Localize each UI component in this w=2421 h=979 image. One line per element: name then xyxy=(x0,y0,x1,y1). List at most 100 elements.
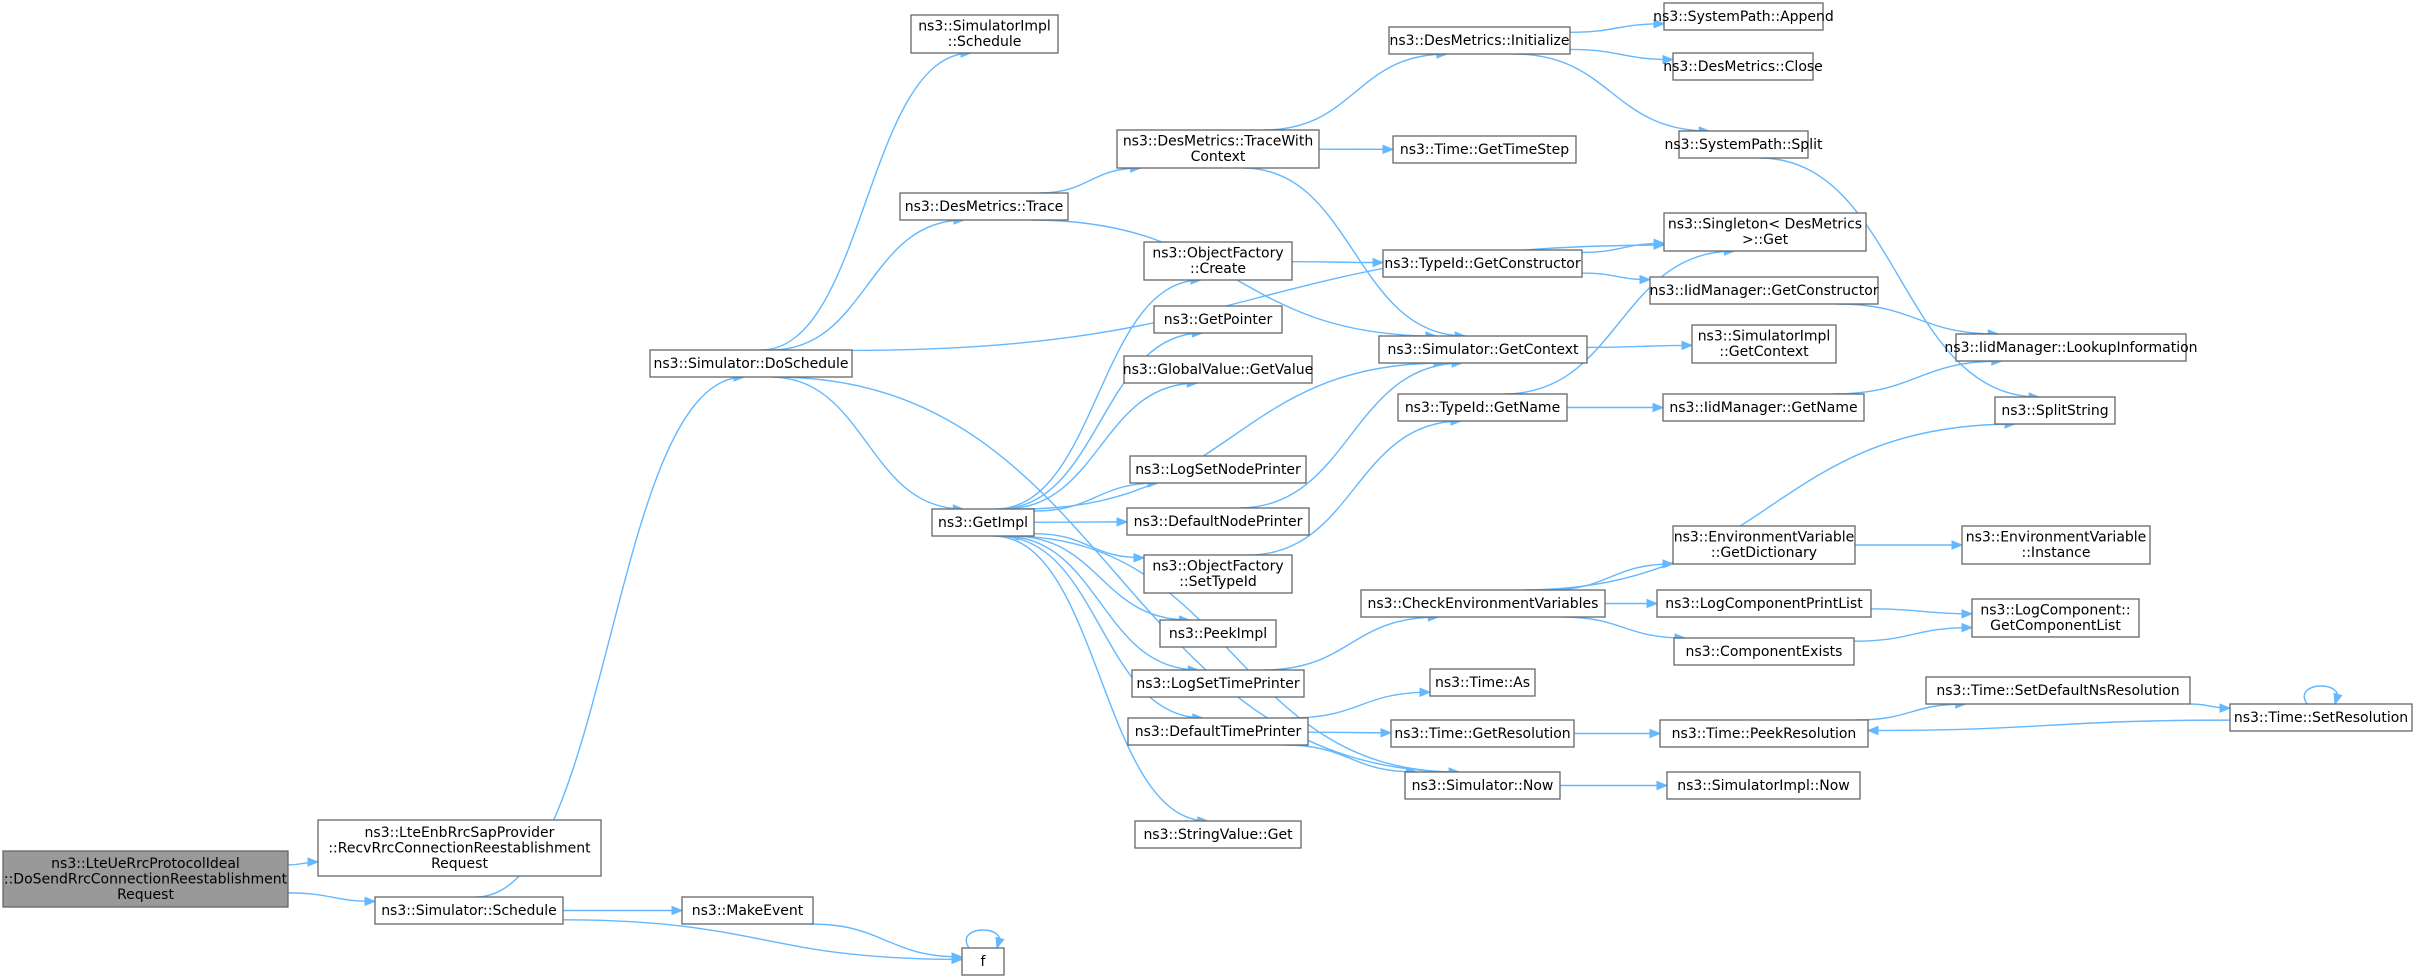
arrowhead xyxy=(1656,780,1669,791)
node-f[interactable]: f xyxy=(961,947,1005,976)
edge-sim-now-to-impl-now xyxy=(1559,780,1669,791)
node-time-peek-res[interactable]: ns3::Time::PeekResolution xyxy=(1659,719,1869,748)
node-sv-get[interactable]: ns3::StringValue::Get xyxy=(1134,820,1302,849)
arrowhead xyxy=(364,896,377,907)
arrowhead xyxy=(1961,609,1974,619)
node-sim-now[interactable]: ns3::Simulator::Now xyxy=(1404,771,1561,800)
node-box xyxy=(1134,820,1302,849)
node-of-set-type-id[interactable]: ns3::ObjectFactory::SetTypeId xyxy=(1143,554,1293,594)
arrowhead xyxy=(1116,517,1129,527)
arrowhead xyxy=(2333,692,2343,706)
node-log-comp-get-list[interactable]: ns3::LogComponent::GetComponentList xyxy=(1971,598,2140,638)
node-box xyxy=(1659,719,1869,748)
node-label-line: ns3::ComponentExists xyxy=(1686,644,1843,660)
node-box xyxy=(1961,525,2151,565)
node-check-env[interactable]: ns3::CheckEnvironmentVariables xyxy=(1360,589,1606,618)
node-impl-get-ctx[interactable]: ns3::SimulatorImpl::GetContext xyxy=(1691,324,1837,364)
node-comp-exists[interactable]: ns3::ComponentExists xyxy=(1673,637,1855,666)
node-label-line: Context xyxy=(1191,149,1246,165)
node-label-line: ns3::SimulatorImpl xyxy=(918,19,1051,35)
node-label-line: ns3::LogSetNodePrinter xyxy=(1135,462,1301,478)
node-box xyxy=(1397,393,1568,422)
arrowhead xyxy=(307,857,320,867)
node-root[interactable]: ns3::LteUeRrcProtocolIdeal::DoSendRrcCon… xyxy=(2,850,289,908)
node-get-impl[interactable]: ns3::GetImpl xyxy=(931,508,1035,537)
node-label-line: ns3::Simulator::Now xyxy=(1412,778,1554,794)
edge-f-to-f xyxy=(965,929,1005,950)
node-sp-split[interactable]: ns3::SystemPath::Split xyxy=(1665,130,1823,159)
node-impl-now[interactable]: ns3::SimulatorImpl::Now xyxy=(1666,771,1861,800)
node-box xyxy=(1388,26,1571,55)
node-iid-lookup[interactable]: ns3::IidManager::LookupInformation xyxy=(1944,333,2198,362)
node-label-line: ns3::DesMetrics::Close xyxy=(1663,59,1823,75)
node-box xyxy=(1382,249,1583,278)
edge-root-to-sched xyxy=(287,892,377,907)
node-box xyxy=(2,850,289,908)
arrowhead xyxy=(1133,553,1146,563)
node-label-line: ::SetTypeId xyxy=(1179,574,1257,590)
edge-def-time-to-time-as xyxy=(1290,687,1432,719)
edge-env-get-dict-to-env-instance xyxy=(1854,540,1964,550)
edge-tid-get-ctor-to-iid-get-ctor xyxy=(1581,272,1652,285)
node-label-line: ns3::Time::PeekResolution xyxy=(1672,726,1857,742)
node-log-time[interactable]: ns3::LogSetTimePrinter xyxy=(1131,669,1305,698)
node-def-time[interactable]: ns3::DefaultTimePrinter xyxy=(1127,717,1309,746)
node-peek-impl[interactable]: ns3::PeekImpl xyxy=(1159,619,1277,648)
node-tid-get-name[interactable]: ns3::TypeId::GetName xyxy=(1397,393,1568,422)
node-iid-get-name[interactable]: ns3::IidManager::GetName xyxy=(1662,393,1865,422)
node-box xyxy=(1153,305,1283,334)
node-box xyxy=(1663,2,1824,31)
edge-check-env-to-env-get-dict xyxy=(1547,559,1675,591)
node-dm-close[interactable]: ns3::DesMetrics::Close xyxy=(1663,52,1823,81)
arrowhead xyxy=(1961,622,1974,633)
edge-make-event-to-f xyxy=(809,923,964,962)
node-tid-get-ctor[interactable]: ns3::TypeId::GetConstructor xyxy=(1382,249,1583,278)
node-label-line: ::GetDictionary xyxy=(1711,545,1817,561)
node-log-comp-print[interactable]: ns3::LogComponentPrintList xyxy=(1656,589,1872,618)
node-label-line: ns3::MakeEvent xyxy=(692,903,804,919)
node-label-line: ns3::DesMetrics::Trace xyxy=(905,199,1064,215)
node-label-line: ns3::TypeId::GetConstructor xyxy=(1384,256,1580,272)
node-label-line: ns3::ObjectFactory xyxy=(1152,246,1283,262)
node-dm-init[interactable]: ns3::DesMetrics::Initialize xyxy=(1388,26,1571,55)
node-box xyxy=(1672,52,1814,81)
node-label-line: ns3::Time::As xyxy=(1435,675,1530,691)
edge-check-env-to-log-comp-print xyxy=(1605,598,1659,609)
node-label-line: f xyxy=(981,954,987,970)
node-time-set-res[interactable]: ns3::Time::SetResolution xyxy=(2229,703,2413,732)
node-box xyxy=(1143,554,1293,594)
node-time-as[interactable]: ns3::Time::As xyxy=(1429,668,1536,697)
node-time-get-res[interactable]: ns3::Time::GetResolution xyxy=(1390,719,1575,748)
node-sched[interactable]: ns3::Simulator::Schedule xyxy=(374,896,564,925)
node-label-line: ns3::IidManager::GetConstructor xyxy=(1649,283,1878,299)
node-do-sched[interactable]: ns3::Simulator::DoSchedule xyxy=(649,349,853,378)
node-impl-sched[interactable]: ns3::SimulatorImpl::Schedule xyxy=(910,14,1059,54)
edge-sched-to-make-event xyxy=(563,905,684,916)
node-label-line: ns3::GetImpl xyxy=(938,515,1028,531)
node-box xyxy=(2229,703,2413,732)
node-time-set-def-ns[interactable]: ns3::Time::SetDefaultNsResolution xyxy=(1925,676,2191,705)
arrowhead xyxy=(1382,144,1395,155)
node-make-event[interactable]: ns3::MakeEvent xyxy=(681,896,814,925)
node-recv[interactable]: ns3::LteEnbRrcSapProvider::RecvRrcConnec… xyxy=(317,819,602,877)
arrowhead xyxy=(1380,728,1393,738)
arrowhead xyxy=(1653,238,1666,249)
node-gv-get-value[interactable]: ns3::GlobalValue::GetValue xyxy=(1123,355,1313,384)
node-get-pointer[interactable]: ns3::GetPointer xyxy=(1153,305,1283,334)
node-def-node[interactable]: ns3::DefaultNodePrinter xyxy=(1126,507,1310,536)
node-dm-trace[interactable]: ns3::DesMetrics::Trace xyxy=(899,192,1069,221)
node-of-create[interactable]: ns3::ObjectFactory::Create xyxy=(1143,241,1293,281)
node-iid-get-ctor[interactable]: ns3::IidManager::GetConstructor xyxy=(1649,276,1879,305)
node-sim-get-ctx[interactable]: ns3::Simulator::GetContext xyxy=(1378,335,1588,364)
node-box xyxy=(1662,393,1865,422)
node-singleton[interactable]: ns3::Singleton< DesMetrics>::Get xyxy=(1663,212,1867,252)
node-sp-append[interactable]: ns3::SystemPath::Append xyxy=(1653,2,1834,31)
node-env-instance[interactable]: ns3::EnvironmentVariable::Instance xyxy=(1961,525,2151,565)
arrowhead xyxy=(671,905,684,916)
node-log-node[interactable]: ns3::LogSetNodePrinter xyxy=(1129,455,1307,484)
node-time-step[interactable]: ns3::Time::GetTimeStep xyxy=(1392,135,1577,164)
node-env-get-dict[interactable]: ns3::EnvironmentVariable::GetDictionary xyxy=(1672,525,1856,565)
node-box xyxy=(1390,719,1575,748)
node-split-string[interactable]: ns3::SplitString xyxy=(1994,396,2116,425)
